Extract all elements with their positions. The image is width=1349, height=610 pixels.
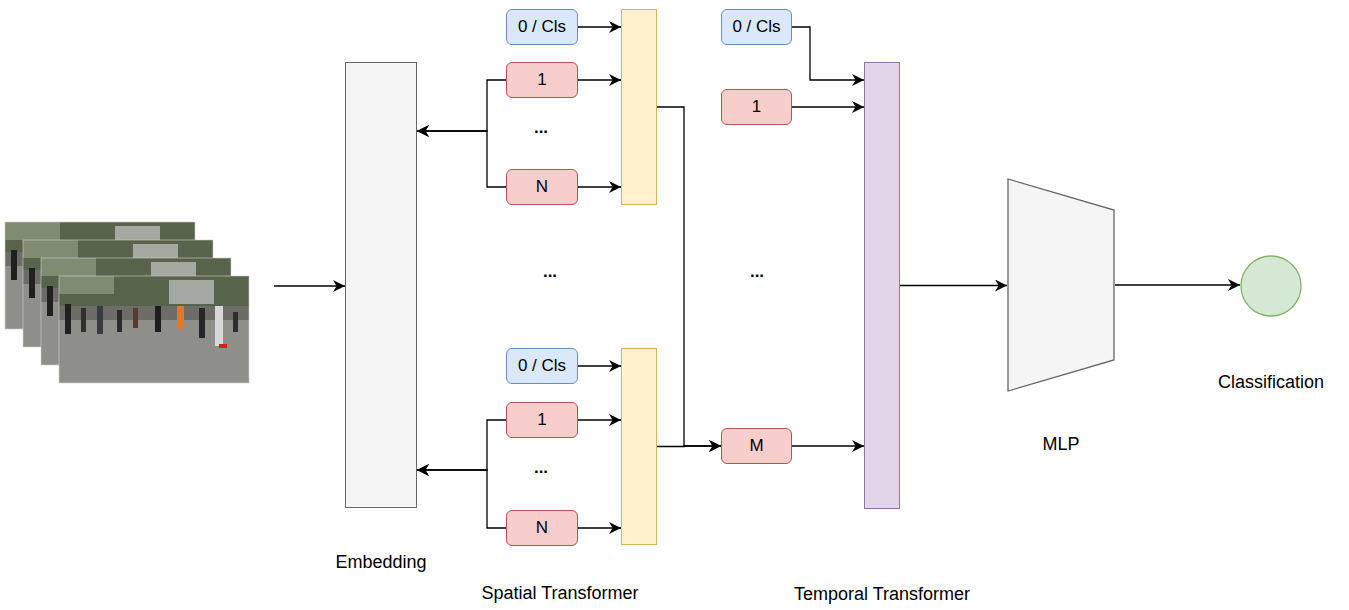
trapezoid-outline bbox=[1008, 179, 1114, 391]
mlp-trapezoid: MLP bbox=[1007, 178, 1115, 392]
connector bbox=[792, 445, 864, 446]
patch-token: 1 bbox=[506, 62, 578, 98]
connector bbox=[578, 527, 621, 528]
embedding-box: Embedding bbox=[345, 62, 417, 508]
cls-token: 0 / Cls bbox=[506, 348, 578, 384]
stage-label: Spatial Transformer bbox=[481, 583, 638, 605]
token-label: 0 / Cls bbox=[732, 17, 780, 37]
connector bbox=[417, 470, 506, 528]
circle-outline bbox=[1241, 256, 1301, 316]
patch-token: N bbox=[506, 169, 578, 205]
token-label: M bbox=[749, 436, 763, 456]
connector bbox=[578, 79, 621, 80]
classification-circle: Classification bbox=[1240, 255, 1302, 317]
cls-token: 0 / Cls bbox=[506, 9, 578, 45]
connector bbox=[1115, 284, 1240, 285]
ellipsis: ... bbox=[750, 262, 764, 282]
input-arrow bbox=[274, 285, 345, 286]
connector bbox=[657, 107, 721, 446]
connector bbox=[417, 80, 506, 131]
token-label: 1 bbox=[537, 410, 546, 430]
ellipsis: ... bbox=[534, 118, 548, 138]
spatial-transformer-box bbox=[621, 9, 657, 205]
connector bbox=[578, 186, 621, 187]
connector bbox=[657, 445, 721, 447]
node-caption: Classification bbox=[1218, 372, 1324, 394]
frame-token: 1 bbox=[721, 89, 792, 125]
token-label: 1 bbox=[752, 97, 761, 117]
connector bbox=[578, 26, 621, 27]
patch-token: N bbox=[506, 510, 578, 546]
connector bbox=[792, 106, 864, 107]
ellipsis: ... bbox=[543, 262, 557, 282]
cls-token: 0 / Cls bbox=[721, 9, 792, 45]
outline bbox=[1240, 255, 1302, 317]
token-label: N bbox=[536, 518, 548, 538]
temporal-transformer-box: Temporal Transformer bbox=[864, 62, 900, 509]
connector bbox=[417, 131, 506, 187]
connector bbox=[900, 285, 1007, 286]
connector bbox=[578, 419, 621, 420]
connector bbox=[417, 420, 506, 470]
connector bbox=[578, 365, 621, 366]
token-label: N bbox=[536, 177, 548, 197]
outline bbox=[1007, 178, 1115, 392]
node-caption: Temporal Transformer bbox=[794, 584, 970, 606]
spatial-transformer-box bbox=[621, 348, 657, 545]
connector bbox=[792, 27, 864, 80]
token-label: 1 bbox=[537, 70, 546, 90]
node-caption: MLP bbox=[1042, 434, 1079, 456]
video-frame bbox=[59, 276, 249, 383]
token-label: 0 / Cls bbox=[518, 17, 566, 37]
frame-token: M bbox=[721, 428, 792, 464]
patch-token: 1 bbox=[506, 402, 578, 438]
node-caption: Embedding bbox=[335, 552, 426, 574]
connectors bbox=[417, 27, 1240, 528]
ellipsis: ... bbox=[534, 458, 548, 478]
token-label: 0 / Cls bbox=[518, 356, 566, 376]
